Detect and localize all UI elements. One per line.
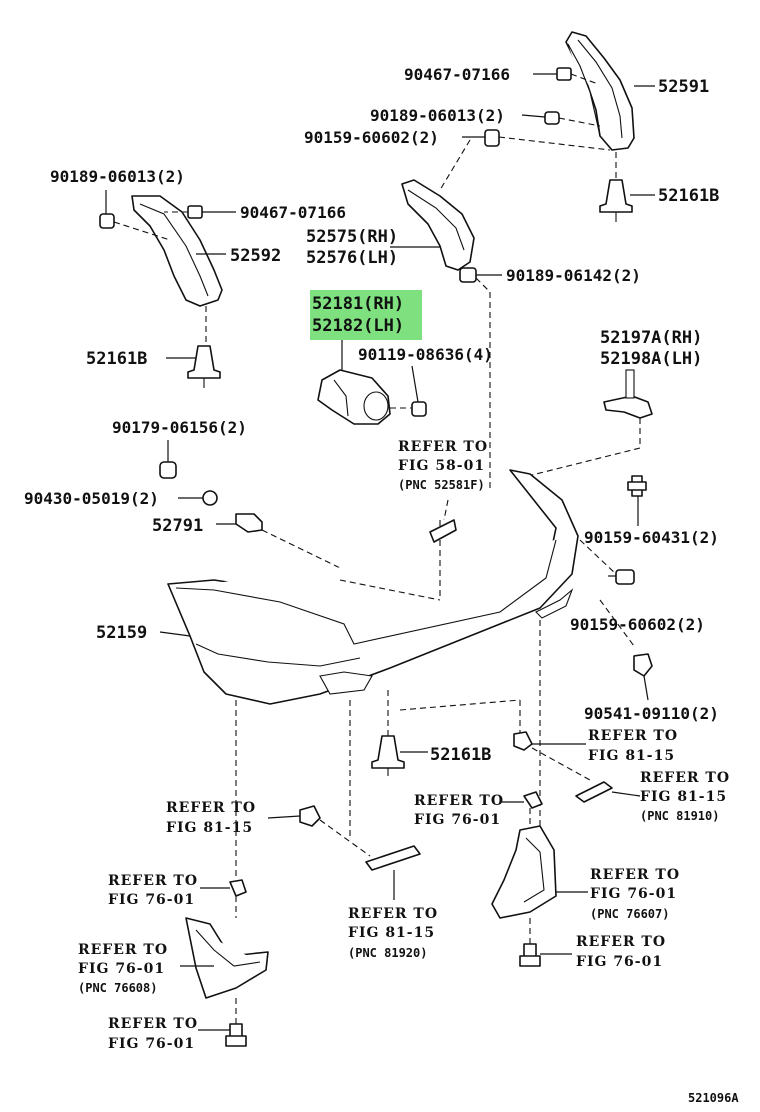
reflector-81920[interactable]: [365, 845, 421, 871]
label-52161B-top[interactable]: 52161B: [658, 186, 719, 206]
ref-fig-58-01-line2[interactable]: FIG 58-01: [398, 458, 485, 474]
bumper-retainer-52181[interactable]: [317, 369, 391, 425]
reflector-panel-52581F[interactable]: [429, 519, 457, 543]
label-90541-09110[interactable]: 90541-09110(2): [584, 704, 719, 723]
label-52161B-bottom[interactable]: 52161B: [430, 745, 491, 765]
clip-ref-76-01-left[interactable]: [229, 879, 247, 897]
rivet-52161B-bottom[interactable]: [371, 735, 405, 776]
ref-fig-76-01-b-line2[interactable]: FIG 76-01: [108, 892, 195, 908]
bracket-52197A[interactable]: [603, 369, 653, 419]
ref-fig-76-01-c-line2[interactable]: FIG 76-01: [590, 886, 677, 902]
diagram-id: 521096A: [688, 1091, 739, 1105]
label-90159-60602-top[interactable]: 90159-60602(2): [304, 128, 439, 147]
mudflap-left-76608[interactable]: [185, 917, 269, 999]
ref-fig-76-01-d-line1[interactable]: REFER TO: [576, 934, 666, 950]
label-52591[interactable]: 52591: [658, 77, 709, 97]
clip-90467-left[interactable]: [187, 205, 203, 219]
ref-fig-81-15-b-line2[interactable]: FIG 81-15: [640, 789, 727, 805]
mudflap-right-76607[interactable]: [491, 825, 557, 919]
label-52791[interactable]: 52791: [152, 516, 203, 536]
clip-90541-09110[interactable]: [633, 653, 653, 677]
label-90467-07166-left[interactable]: 90467-07166: [240, 203, 346, 222]
stud-52791[interactable]: [235, 513, 263, 533]
ref-fig-81-15-a-line1[interactable]: REFER TO: [588, 728, 678, 744]
ref-fig-76-01-e-pnc: (PNC 76608): [78, 981, 157, 995]
ref-fig-81-15-d-pnc: (PNC 81920): [348, 946, 427, 960]
label-52161B-left[interactable]: 52161B: [86, 349, 147, 369]
ref-fig-81-15-c-line1[interactable]: REFER TO: [166, 800, 256, 816]
bolt-90189-06142[interactable]: [459, 267, 477, 283]
label-52159[interactable]: 52159: [96, 623, 147, 643]
ref-fig-76-01-e-line1[interactable]: REFER TO: [78, 942, 168, 958]
ref-fig-76-01-a-line2[interactable]: FIG 76-01: [414, 812, 501, 828]
ref-fig-81-15-b-pnc: (PNC 81910): [640, 809, 719, 823]
clip-ref-76-01-mid[interactable]: [523, 791, 543, 809]
ref-fig-76-01-a-line1[interactable]: REFER TO: [414, 793, 504, 809]
ref-fig-76-01-e-line2[interactable]: FIG 76-01: [78, 961, 165, 977]
ref-fig-76-01-f-line2[interactable]: FIG 76-01: [108, 1036, 195, 1052]
label-52576[interactable]: 52576(LH): [306, 248, 398, 268]
label-90159-60602-right[interactable]: 90159-60602(2): [570, 615, 705, 634]
label-90467-07166-top[interactable]: 90467-07166: [404, 65, 510, 84]
label-52198A[interactable]: 52198A(LH): [600, 349, 702, 369]
ref-fig-76-01-c-pnc: (PNC 76607): [590, 907, 669, 921]
ref-fig-81-15-a-line2[interactable]: FIG 81-15: [588, 748, 675, 764]
bracket-52575-52576[interactable]: [401, 179, 475, 271]
ref-fig-81-15-b-line1[interactable]: REFER TO: [640, 770, 730, 786]
label-90189-06013-top[interactable]: 90189-06013(2): [370, 106, 505, 125]
screw-90119-08636[interactable]: [411, 401, 427, 417]
clip-90467-top[interactable]: [556, 67, 572, 81]
ref-fig-81-15-c-line2[interactable]: FIG 81-15: [166, 820, 253, 836]
label-90159-60431[interactable]: 90159-60431(2): [584, 528, 719, 547]
ref-fig-58-01-pnc: (PNC 52581F): [398, 478, 485, 492]
ref-fig-76-01-b-line1[interactable]: REFER TO: [108, 873, 198, 889]
ref-fig-58-01-line1[interactable]: REFER TO: [398, 439, 488, 455]
rear-bumper-cover-52159[interactable]: [167, 469, 579, 705]
washer-90430-05019[interactable]: [202, 490, 218, 506]
ref-fig-76-01-d-line2[interactable]: FIG 76-01: [576, 954, 663, 970]
rivet-52161B-left[interactable]: [187, 345, 221, 388]
ref-fig-81-15-d-line2[interactable]: FIG 81-15: [348, 925, 435, 941]
label-52182[interactable]: 52182(LH): [312, 316, 404, 336]
label-52575[interactable]: 52575(RH): [306, 227, 398, 247]
bolt-ref-76-01-right[interactable]: [519, 943, 541, 967]
label-52197A[interactable]: 52197A(RH): [600, 328, 702, 348]
nut-90179-06156[interactable]: [159, 461, 177, 479]
bracket-52591[interactable]: [565, 31, 635, 151]
bolt-90189-06013-top[interactable]: [544, 111, 560, 125]
label-52181[interactable]: 52181(RH): [312, 294, 404, 314]
label-90430-05019[interactable]: 90430-05019(2): [24, 489, 159, 508]
highlight-52181-52182: [310, 290, 422, 340]
label-90189-06142[interactable]: 90189-06142(2): [506, 266, 641, 285]
clip-ref-81-15-left[interactable]: [299, 805, 321, 827]
rivet-52161B-top[interactable]: [599, 179, 633, 222]
ref-fig-76-01-f-line1[interactable]: REFER TO: [108, 1016, 198, 1032]
ref-fig-76-01-c-line1[interactable]: REFER TO: [590, 867, 680, 883]
bolt-ref-76-01-left[interactable]: [225, 1023, 247, 1047]
label-52592[interactable]: 52592: [230, 246, 281, 266]
label-90179-06156[interactable]: 90179-06156(2): [112, 418, 247, 437]
clip-90159-60602-top[interactable]: [484, 129, 500, 147]
reflector-81910[interactable]: [575, 781, 613, 803]
bolt-90159-60431[interactable]: [627, 475, 647, 497]
clip-ref-81-15-right[interactable]: [513, 731, 533, 751]
clip-90159-60602-right[interactable]: [615, 569, 635, 585]
ref-fig-81-15-d-line1[interactable]: REFER TO: [348, 906, 438, 922]
label-90119-08636[interactable]: 90119-08636(4): [358, 345, 493, 364]
label-90189-06013-left[interactable]: 90189-06013(2): [50, 167, 185, 186]
bolt-90189-06013-left[interactable]: [99, 213, 115, 229]
bracket-52592[interactable]: [131, 195, 223, 307]
